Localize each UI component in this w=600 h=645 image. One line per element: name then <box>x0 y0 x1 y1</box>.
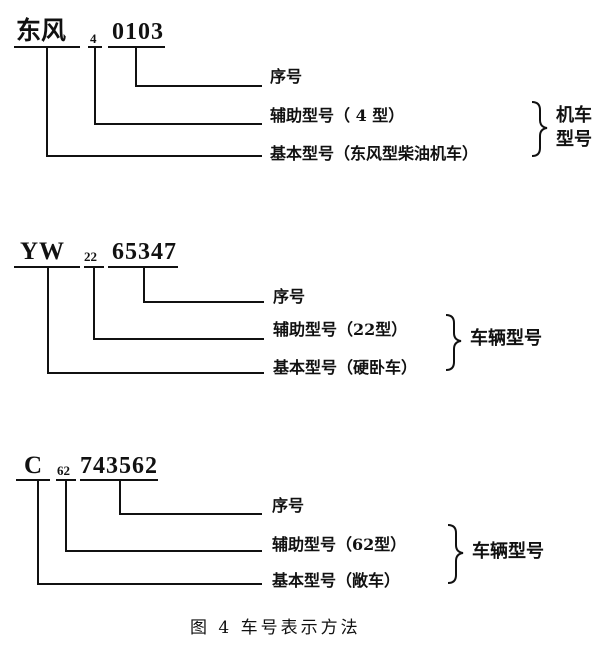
label-basic-model: 基本型号（敞车） <box>272 571 401 590</box>
aux-model-code: 22 <box>84 249 97 264</box>
leader-serial <box>143 267 264 303</box>
serial-number: 0103 <box>112 19 164 45</box>
aux-model-code: 4 <box>90 31 97 46</box>
leader-basic <box>37 480 262 585</box>
figure-caption: 图 4 车号表示方法 <box>190 618 361 638</box>
group-brace <box>531 101 548 157</box>
label-aux-model: 辅助型号（22型） <box>273 320 408 339</box>
label-basic-model: 基本型号（东风型柴油机车） <box>270 144 479 163</box>
group-brace <box>445 314 462 371</box>
leader-basic <box>46 47 262 157</box>
group-label: 车辆型号 <box>470 328 542 349</box>
leader-aux <box>93 267 264 340</box>
leader-serial <box>135 47 262 87</box>
leader-basic <box>47 267 264 374</box>
group-label-line1: 机车 <box>556 105 592 126</box>
label-serial: 序号 <box>273 287 306 306</box>
label-basic-model: 基本型号（硬卧车） <box>273 358 418 377</box>
aux-model-code: 62 <box>57 463 70 478</box>
basic-model-code: C <box>24 452 44 479</box>
group-label-line2: 型号 <box>556 129 592 150</box>
group-brace <box>447 524 464 584</box>
basic-model-code: YW <box>20 238 66 265</box>
serial-number: 743562 <box>80 453 158 479</box>
basic-model-code: 东风 <box>16 16 67 45</box>
leader-serial <box>119 480 262 515</box>
group-label: 车辆型号 <box>472 541 544 562</box>
label-serial: 序号 <box>270 67 303 86</box>
label-serial: 序号 <box>272 496 305 515</box>
leader-aux <box>65 480 262 552</box>
label-aux-model: 辅助型号（ 4 型） <box>270 106 405 125</box>
label-aux-model: 辅助型号（62型） <box>272 535 407 554</box>
leader-aux <box>94 47 262 125</box>
serial-number: 65347 <box>112 239 177 265</box>
